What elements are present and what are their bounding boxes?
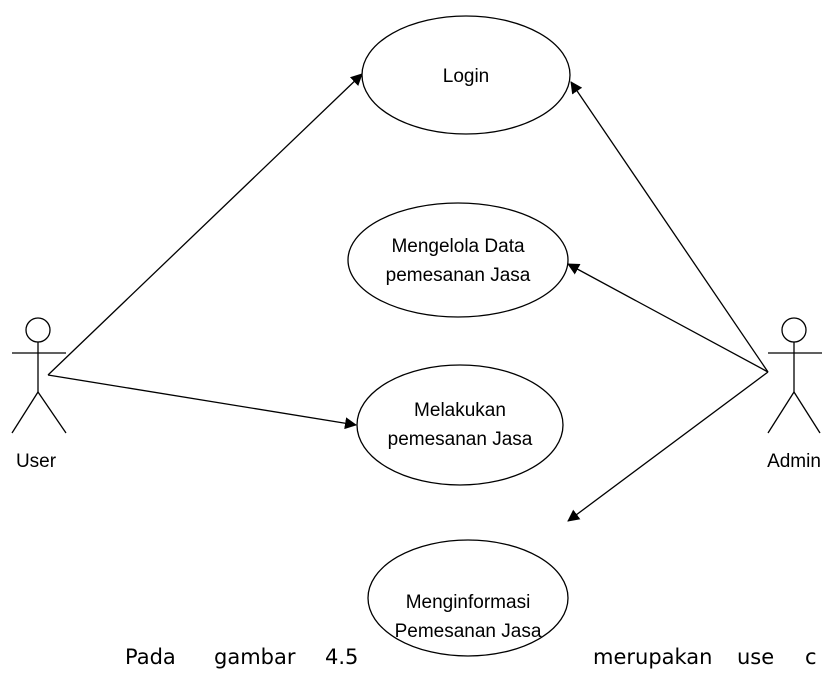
use-case-info-line-1: Menginformasi bbox=[406, 592, 531, 613]
use-case-info: Menginformasi Pemesanan Jasa bbox=[367, 539, 569, 657]
use-case-login-label: Login bbox=[443, 66, 490, 87]
caption-word: Pada bbox=[125, 645, 176, 669]
caption-word: gambar bbox=[214, 645, 296, 669]
use-case-pesan: Melakukan pemesanan Jasa bbox=[356, 364, 564, 486]
association-admin-login bbox=[570, 81, 769, 373]
caption-word: c bbox=[805, 645, 817, 669]
use-case-pesan-line-2: pemesanan Jasa bbox=[388, 429, 533, 450]
use-case-kelola: Mengelola Data pemesanan Jasa bbox=[347, 202, 569, 318]
actor-admin: Admin bbox=[767, 317, 822, 472]
stick-figure-icon bbox=[767, 317, 822, 434]
association-user-login bbox=[47, 73, 363, 376]
use-case-login: Login bbox=[361, 15, 571, 135]
actor-admin-label: Admin bbox=[767, 451, 821, 472]
use-case-kelola-line-1: Mengelola Data bbox=[391, 236, 525, 257]
caption-word: 4.5 bbox=[325, 645, 359, 669]
caption-word: merupakan bbox=[593, 645, 713, 669]
actor-user-label: User bbox=[16, 451, 57, 472]
use-case-info-line-2: Pemesanan Jasa bbox=[395, 621, 542, 642]
association-admin-kelola bbox=[567, 263, 769, 373]
stick-figure-icon bbox=[11, 317, 67, 434]
caption-word: use bbox=[737, 645, 775, 669]
use-case-kelola-line-2: pemesanan Jasa bbox=[386, 265, 531, 286]
association-user-pesan bbox=[47, 374, 357, 430]
association-admin-info bbox=[567, 371, 769, 522]
use-case-pesan-line-1: Melakukan bbox=[414, 400, 506, 421]
actor-user: User bbox=[11, 317, 67, 472]
